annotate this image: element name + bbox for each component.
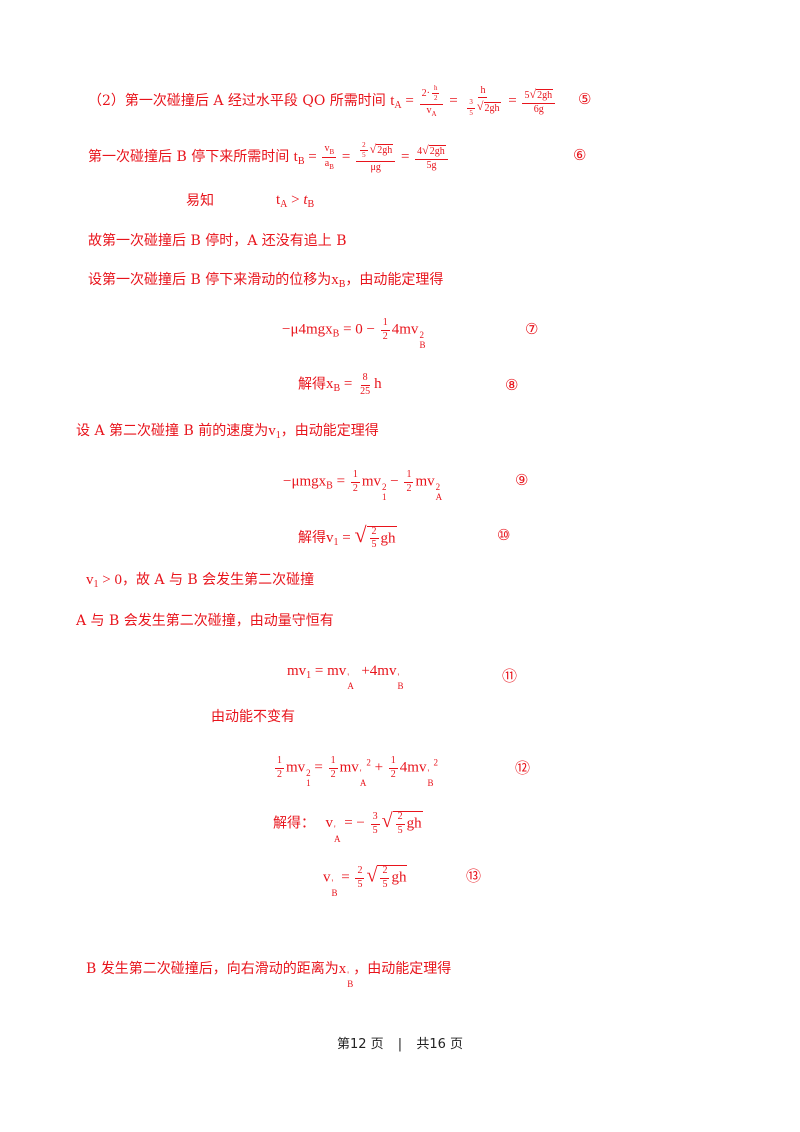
solution-line-10: A 与 B 会发生第二次碰撞，由动量守恒有 xyxy=(76,614,334,628)
equation-number: ⑫ xyxy=(515,759,531,777)
footer-separator: | xyxy=(397,1037,403,1052)
equation-number: ⑪ xyxy=(502,667,518,685)
text-run: 解得 xyxy=(298,530,326,546)
equation-number: ⑨ xyxy=(515,471,529,489)
text-run: ，由动能定理得 xyxy=(353,961,452,977)
text-run: B 发生第二次碰撞后，向右滑动的距离为 xyxy=(86,961,339,977)
page-number: 第12 页 xyxy=(336,1037,384,1052)
text-run: 解得 xyxy=(298,376,326,393)
text-run: ，故 A 与 B 会发生第二次碰撞 xyxy=(121,572,315,588)
symbol-xB: xB xyxy=(331,272,346,290)
text-run: 由动能不变有 xyxy=(211,709,295,725)
text-run: 解得： xyxy=(273,815,315,832)
equation-11: mv1 = mv'A +4mv'B xyxy=(287,663,404,692)
page-footer: 第12 页 | 共16 页 xyxy=(0,1033,800,1052)
equation-number: ⑦ xyxy=(525,320,539,338)
formula-compare: tA > tB xyxy=(276,192,315,210)
equation-number: ⑥ xyxy=(573,146,587,164)
text-run: A 与 B 会发生第二次碰撞，由动量守恒有 xyxy=(76,613,334,629)
page-total: 共16 页 xyxy=(416,1037,464,1052)
equation-number: ⑩ xyxy=(497,526,511,544)
text-run: 设 A 第二次碰撞 B 前的速度为 xyxy=(76,423,269,439)
solution-line-9: v1 > 0，故 A 与 B 会发生第二次碰撞 xyxy=(86,572,315,590)
solution-line-13: B 发生第二次碰撞后，向右滑动的距离为x'B，由动能定理得 xyxy=(86,961,452,990)
text-run: 故第一次碰撞后 B 停时，A 还没有追上 B xyxy=(88,233,347,249)
solution-line-11: 由动能不变有 xyxy=(211,710,295,724)
text-run: 第一次碰撞后 B 停下来所需时间 xyxy=(88,149,290,166)
equation-number: ⑬ xyxy=(466,867,482,885)
solution-line-7: 设 A 第二次碰撞 B 前的速度为v1，由动能定理得 xyxy=(76,423,379,441)
solution-line-5: 设第一次碰撞后 B 停下来滑动的位移为xB，由动能定理得 xyxy=(88,273,443,290)
equation-number: ⑤ xyxy=(578,90,592,108)
text-run: 设第一次碰撞后 B 停下来滑动的位移为 xyxy=(88,272,332,288)
text-run: 易知 xyxy=(186,193,214,209)
text-run: ，由动能定理得 xyxy=(280,423,379,439)
solution-line-4: 故第一次碰撞后 B 停时，A 还没有追上 B xyxy=(88,234,347,248)
solution-line-3: 易知 xyxy=(186,194,214,208)
text-run: ，由动能定理得 xyxy=(345,272,444,288)
equation-number: ⑧ xyxy=(505,376,519,394)
text-run: （2）第一次碰撞后 A 经过水平段 QO 所需时间 xyxy=(88,92,386,109)
